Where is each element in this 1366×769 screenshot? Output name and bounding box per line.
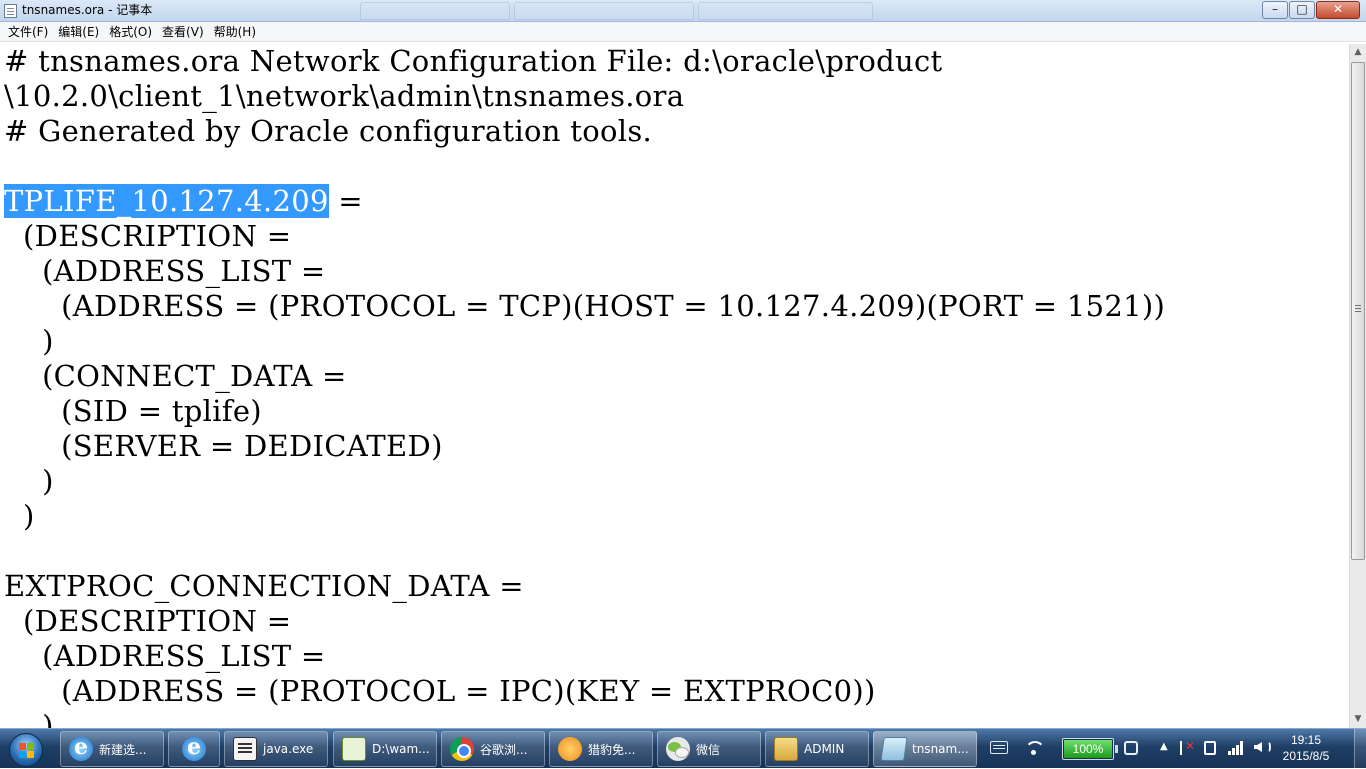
vertical-scrollbar[interactable]: ▲ ▼ <box>1349 44 1366 728</box>
folder-icon <box>774 737 798 761</box>
wechat-icon <box>666 737 690 761</box>
text-line: (DESCRIPTION = <box>4 219 292 253</box>
scroll-down-arrow-icon[interactable]: ▼ <box>1354 714 1362 724</box>
taskbar-item-chrome[interactable]: 谷歌浏... <box>441 731 545 767</box>
menu-format[interactable]: 格式(O) <box>109 24 153 39</box>
system-tray: 100% ▲ 19:15 2015/8/5 <box>982 729 1366 769</box>
taskbar-item-cheetah-wifi[interactable]: 猎豹免... <box>549 731 653 767</box>
window-controls: – □ ✕ <box>1262 1 1360 19</box>
volume-icon[interactable] <box>1254 742 1262 752</box>
menu-file[interactable]: 文件(F) <box>8 24 49 39</box>
taskbar-item-java[interactable]: java.exe <box>224 731 328 767</box>
console-icon <box>233 737 257 761</box>
battery-nub <box>1115 745 1118 753</box>
text-line <box>4 534 1349 569</box>
text-line: (SERVER = DEDICATED) <box>4 429 443 463</box>
text-line: (ADDRESS = (PROTOCOL = TCP)(HOST = 10.12… <box>4 289 1166 323</box>
text-line-rest: = <box>328 184 363 218</box>
text-line: (ADDRESS = (PROTOCOL = IPC)(KEY = EXTPRO… <box>4 674 876 708</box>
title-bar: tnsnames.ora - 记事本 – □ ✕ <box>0 0 1366 22</box>
show-hidden-icons-arrow-icon[interactable]: ▲ <box>1160 741 1168 752</box>
scroll-thumb[interactable] <box>1351 62 1365 560</box>
background-tab <box>698 2 873 20</box>
taskbar-item-ie[interactable] <box>168 731 220 767</box>
text-line-with-selection: TPLIFE_10.127.4.209 = <box>4 184 1349 219</box>
power-plug-icon[interactable] <box>1124 741 1138 755</box>
taskbar-item-label: 微信 <box>696 742 721 757</box>
action-center-flag-icon[interactable] <box>1180 739 1195 755</box>
taskbar: 新建选... java.exe D:\wam... 谷歌浏... 猎豹免... … <box>0 728 1366 769</box>
volume-wave-icon <box>1265 741 1271 753</box>
start-button[interactable] <box>3 730 49 768</box>
text-line: # tnsnames.ora Network Configuration Fil… <box>4 44 943 78</box>
taskbar-item-notepad[interactable]: tnsnam... <box>873 731 977 767</box>
text-line: ) <box>4 709 54 728</box>
taskbar-item-label: 猎豹免... <box>588 742 636 757</box>
menu-edit[interactable]: 编辑(E) <box>58 24 100 39</box>
text-line: # Generated by Oracle configuration tool… <box>4 114 653 148</box>
windows-logo-icon <box>9 733 43 767</box>
ie-icon <box>182 734 206 761</box>
taskbar-item-admin-folder[interactable]: ADMIN <box>765 731 869 767</box>
usb-device-icon[interactable] <box>1204 741 1216 755</box>
text-line: (ADDRESS_LIST = <box>4 254 326 288</box>
taskbar-item-label: ADMIN <box>804 742 845 756</box>
battery-percent: 100% <box>1072 742 1104 756</box>
taskbar-item-wechat[interactable]: 微信 <box>657 731 761 767</box>
notepad-app-icon[interactable] <box>4 4 17 18</box>
notepadpp-icon <box>342 737 366 761</box>
battery-fill <box>1064 740 1112 758</box>
text-line: EXTPROC_CONNECTION_DATA = <box>4 569 524 603</box>
editor-content[interactable]: # tnsnames.ora Network Configuration Fil… <box>0 44 1349 728</box>
minimize-button[interactable]: – <box>1262 1 1288 19</box>
text-line: (ADDRESS_LIST = <box>4 639 326 673</box>
background-tab <box>514 2 694 20</box>
wifi-signal-icon[interactable] <box>1024 740 1045 756</box>
menu-view[interactable]: 查看(V) <box>162 24 204 39</box>
menu-help[interactable]: 帮助(H) <box>213 24 257 39</box>
taskbar-item-label: 新建选... <box>99 742 147 757</box>
background-window-tabs <box>360 2 873 20</box>
close-button[interactable]: ✕ <box>1316 1 1360 19</box>
window-title: tnsnames.ora - 记事本 <box>22 3 153 17</box>
text-line: (DESCRIPTION = <box>4 604 292 638</box>
text-editor[interactable]: # tnsnames.ora Network Configuration Fil… <box>0 44 1349 728</box>
selected-text[interactable]: TPLIFE_10.127.4.209 <box>4 184 329 218</box>
chrome-icon <box>450 737 474 761</box>
clock-time: 19:15 <box>1290 733 1322 747</box>
clock[interactable]: 19:15 2015/8/5 <box>1274 732 1338 764</box>
battery-indicator[interactable]: 100% <box>1062 738 1118 760</box>
text-line <box>4 149 1349 184</box>
keyboard-icon[interactable] <box>990 741 1008 754</box>
text-line: ) <box>4 324 54 358</box>
taskbar-item-label: java.exe <box>263 742 314 756</box>
ie-icon <box>69 734 93 761</box>
text-line: ) <box>4 499 35 533</box>
scroll-up-arrow-icon[interactable]: ▲ <box>1354 47 1362 57</box>
taskbar-item-label: 谷歌浏... <box>480 742 528 757</box>
maximize-button[interactable]: □ <box>1289 1 1315 19</box>
text-line: (CONNECT_DATA = <box>4 359 347 393</box>
text-line: \10.2.0\client_1\network\admin\tnsnames.… <box>4 79 685 113</box>
notepad-icon <box>880 737 908 761</box>
wifi-share-icon <box>558 737 582 761</box>
menu-bar: 文件(F) 编辑(E) 格式(O) 查看(V) 帮助(H) <box>0 22 1366 42</box>
text-line: ) <box>4 464 54 498</box>
taskbar-item-ie-new-tab[interactable]: 新建选... <box>60 731 164 767</box>
taskbar-item-label: tnsnam... <box>912 742 969 756</box>
taskbar-item-notepadpp[interactable]: D:\wam... <box>333 731 437 767</box>
taskbar-item-label: D:\wam... <box>372 742 430 756</box>
text-line: (SID = tplife) <box>4 394 262 428</box>
show-desktop-button[interactable] <box>1354 729 1366 769</box>
background-tab <box>360 2 510 20</box>
network-bars-icon[interactable] <box>1228 741 1244 755</box>
clock-date: 2015/8/5 <box>1282 749 1330 763</box>
